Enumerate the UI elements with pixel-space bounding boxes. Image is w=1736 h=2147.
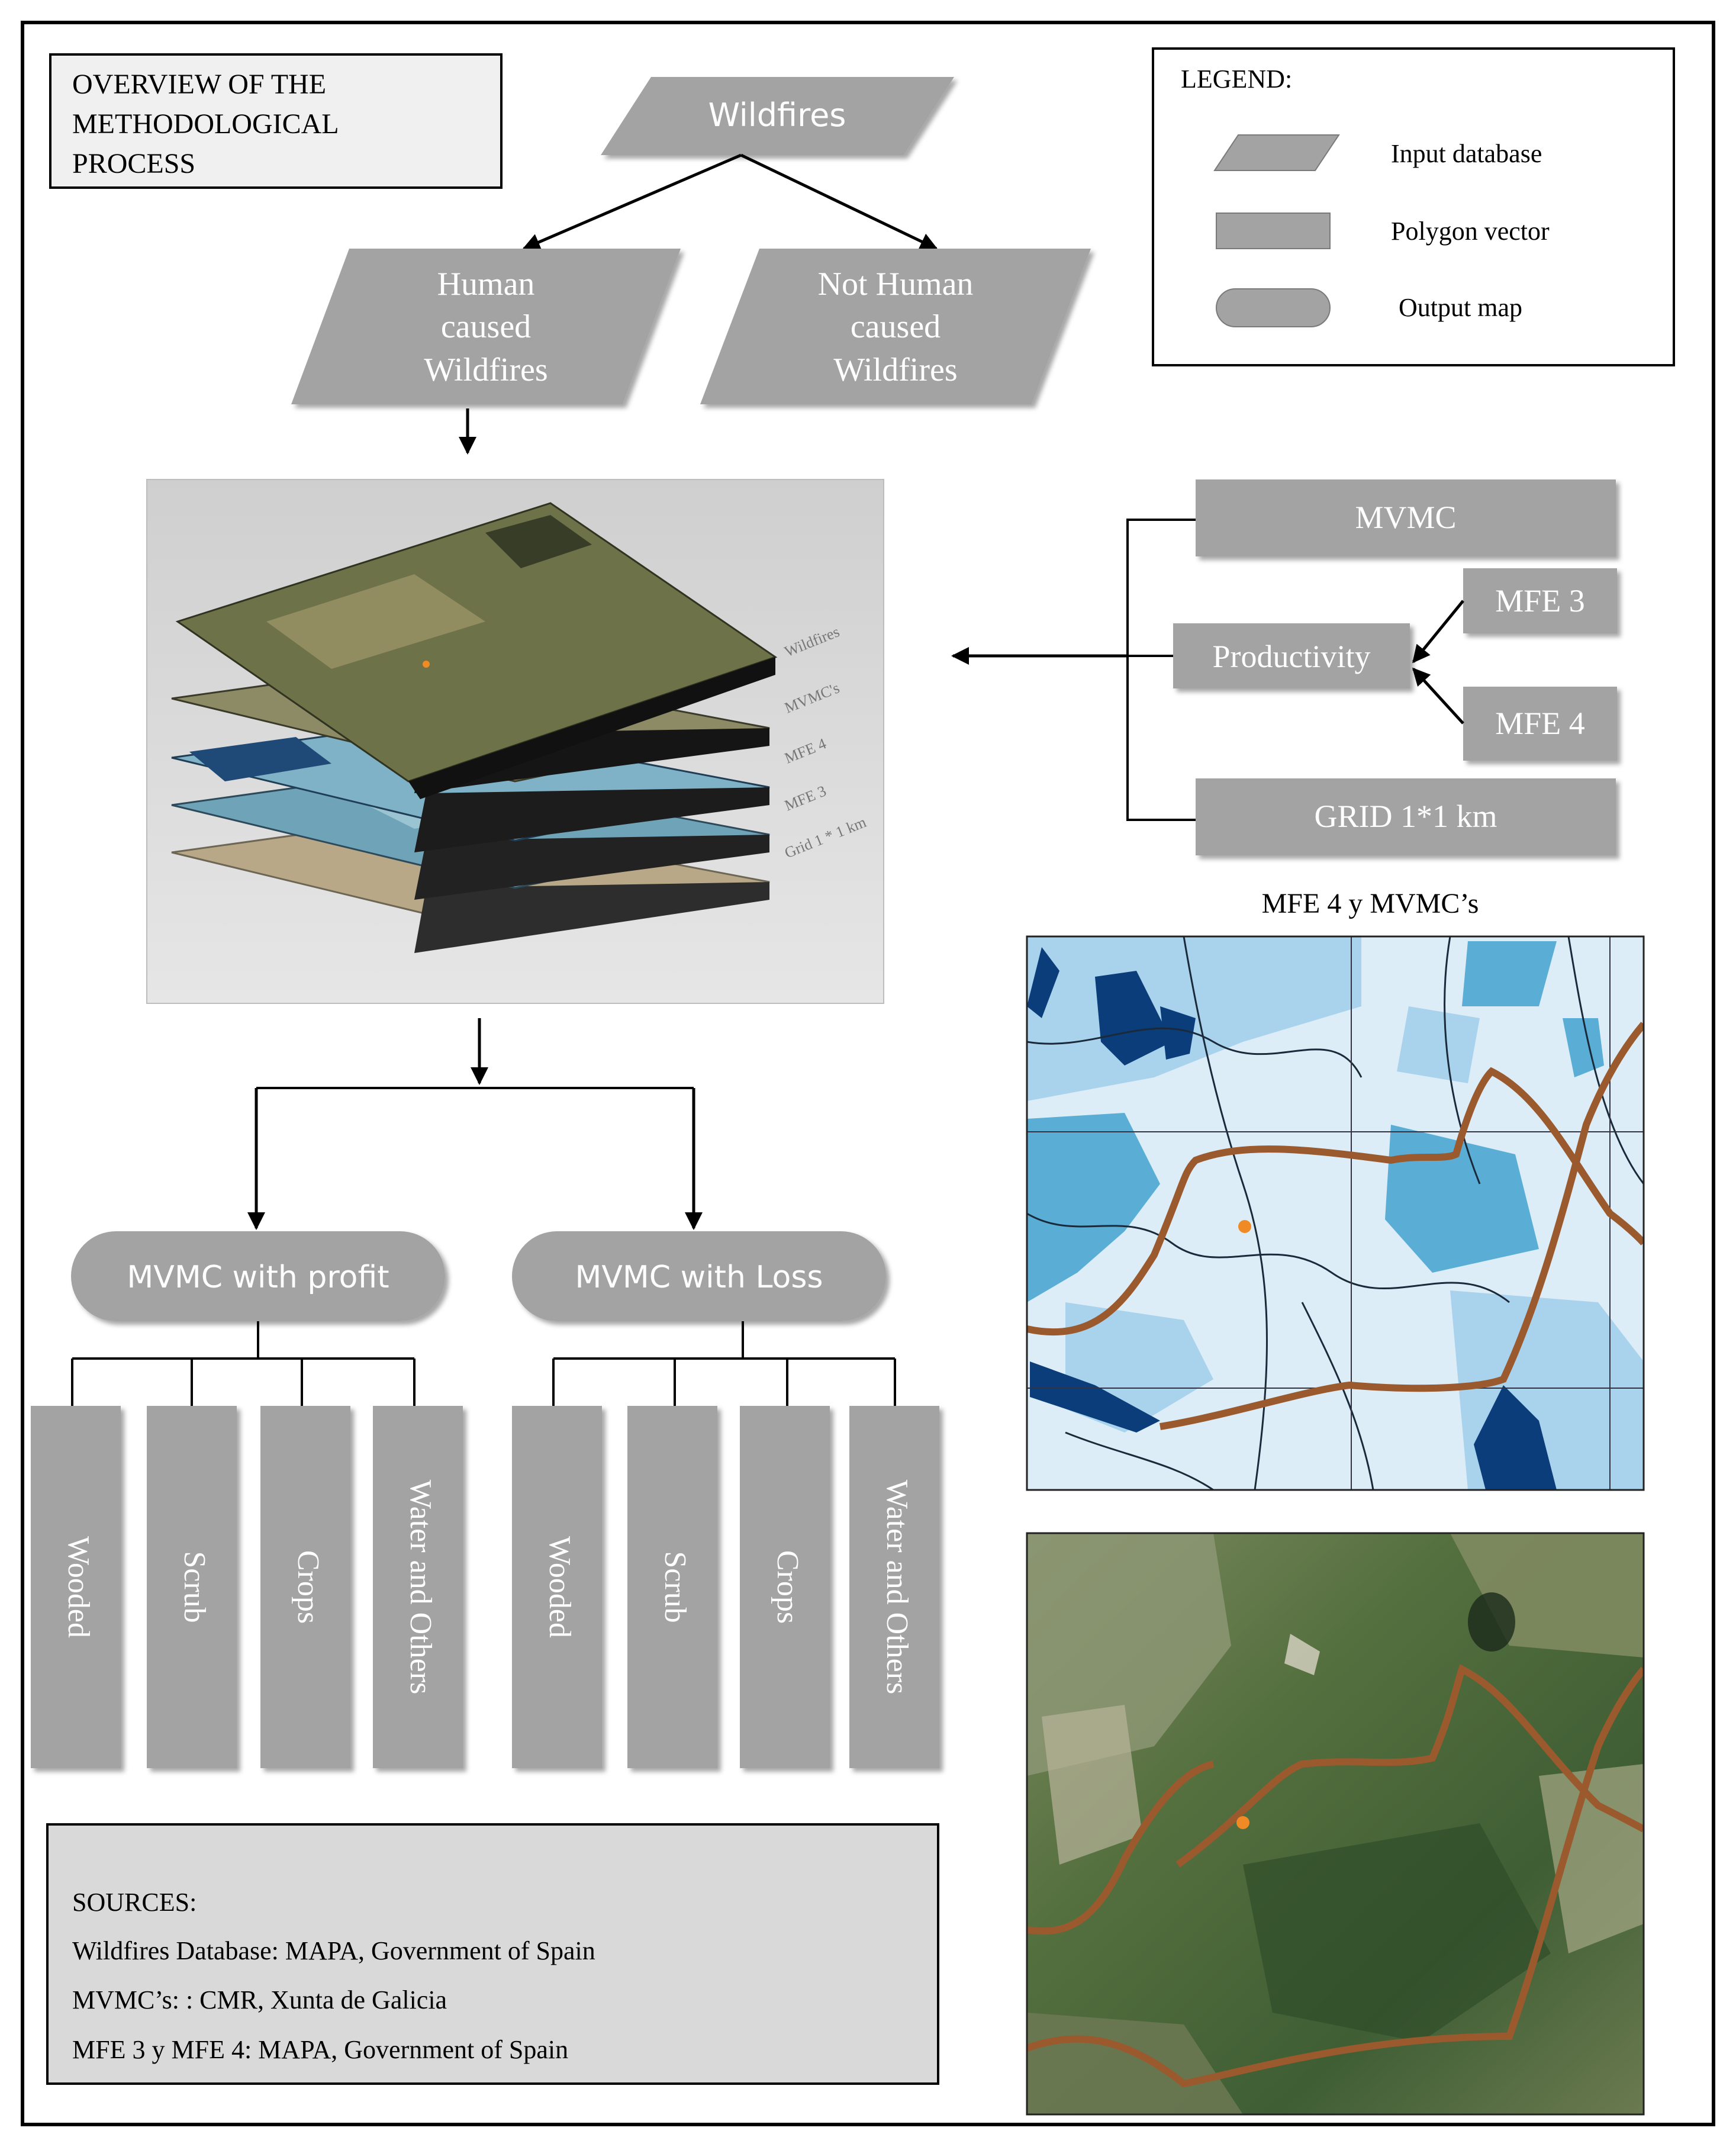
legend: LEGEND: Input database Polygon vector Ou… — [1152, 47, 1675, 366]
mfe3-label: MFE 3 — [1495, 583, 1585, 619]
class-box — [147, 1406, 237, 1768]
class-box — [260, 1406, 350, 1768]
sources-line: Wildfires Database: MAPA, Government of … — [72, 1936, 595, 1965]
mvmc-profit-node — [71, 1231, 445, 1321]
wildfires-node — [601, 77, 954, 155]
mvmc-profit-label: MVMC with profit — [127, 1260, 389, 1295]
arrow-to-not-human — [740, 153, 938, 250]
class-label: Crops — [771, 1550, 804, 1624]
sources-heading: SOURCES: — [72, 1888, 197, 1917]
sources-line: MVMC’s: : CMR, Xunta de Galicia — [72, 1985, 447, 2014]
human-caused-label: Human — [437, 266, 535, 302]
class-box — [31, 1406, 121, 1768]
connector-bracket — [1126, 519, 1196, 821]
legend-label: Polygon vector — [1391, 217, 1550, 246]
human-caused-label: Wildfires — [424, 352, 547, 388]
mvmc-label: MVMC — [1355, 500, 1456, 535]
satellite-map — [1027, 1533, 1644, 2114]
class-label: Water and Others — [880, 1480, 914, 1695]
arrow-mfe3-to-productivity — [1412, 600, 1464, 664]
vector-map-frame — [1026, 935, 1645, 1491]
not-human-caused-label: Wildfires — [833, 352, 957, 388]
not-human-caused-label: Not Human — [818, 266, 974, 302]
legend-title: LEGEND: — [1181, 65, 1292, 94]
title-line: METHODOLOGICAL — [72, 108, 339, 140]
vector-map — [1027, 936, 1644, 1490]
mfe4-label: MFE 4 — [1495, 706, 1585, 741]
mvmc-loss-label: MVMC with Loss — [575, 1260, 823, 1295]
class-box — [627, 1406, 717, 1768]
class-box — [740, 1406, 830, 1768]
not-human-caused-label: caused — [851, 308, 941, 345]
grid-label: GRID 1*1 km — [1315, 799, 1497, 834]
class-box — [512, 1406, 602, 1768]
layer-stack-image: Wildfires MVMC's MFE 4 MFE 3 Grid 1 * 1 … — [146, 479, 884, 1004]
human-caused-node — [291, 249, 681, 404]
legend-rounded-icon — [1216, 288, 1331, 327]
class-box — [373, 1406, 463, 1768]
arrow-to-human — [522, 153, 742, 251]
mfe3-node — [1463, 568, 1617, 633]
class-label: Water and Others — [404, 1480, 437, 1695]
class-label: Crops — [291, 1550, 325, 1624]
mvmc-loss-node — [512, 1231, 886, 1321]
outer-frame — [21, 21, 1715, 2126]
class-box — [849, 1406, 939, 1768]
class-label: Wooded — [62, 1536, 95, 1638]
wildfires-label: Wildfires — [708, 96, 846, 134]
loss-tree — [552, 1321, 896, 1406]
profit-tree — [71, 1321, 416, 1406]
title-line: PROCESS — [72, 148, 195, 179]
productivity-node — [1173, 623, 1410, 688]
satellite-map-frame — [1026, 1532, 1645, 2116]
class-label: Wooded — [543, 1536, 576, 1638]
legend-label: Output map — [1399, 293, 1522, 322]
human-caused-label: caused — [441, 308, 531, 345]
mvmc-node — [1196, 479, 1616, 556]
class-label: Scrub — [658, 1551, 692, 1623]
sources-box: SOURCES: Wildfires Database: MAPA, Gover… — [46, 1823, 939, 2085]
legend-parallelogram-icon — [1213, 134, 1340, 171]
legend-label: Input database — [1391, 139, 1542, 168]
grid-node — [1196, 778, 1616, 855]
arrow-mfe4-to-productivity — [1412, 667, 1464, 725]
mfe4-node — [1463, 687, 1617, 761]
legend-rectangle-icon — [1216, 213, 1331, 249]
productivity-label: Productivity — [1213, 639, 1371, 674]
title-line: OVERVIEW OF THE — [72, 69, 326, 100]
class-label: Scrub — [178, 1551, 211, 1623]
title-box: OVERVIEW OF THE METHODOLOGICAL PROCESS — [49, 53, 503, 189]
map-title: MFE 4 y MVMC’s — [1262, 888, 1479, 919]
sources-line: MFE 3 y MFE 4: MAPA, Government of Spain — [72, 2035, 568, 2064]
not-human-caused-node — [700, 249, 1091, 404]
class-boxes: Wooded Scrub Crops Water and Others Wooded Sc… — [31, 1406, 939, 1768]
